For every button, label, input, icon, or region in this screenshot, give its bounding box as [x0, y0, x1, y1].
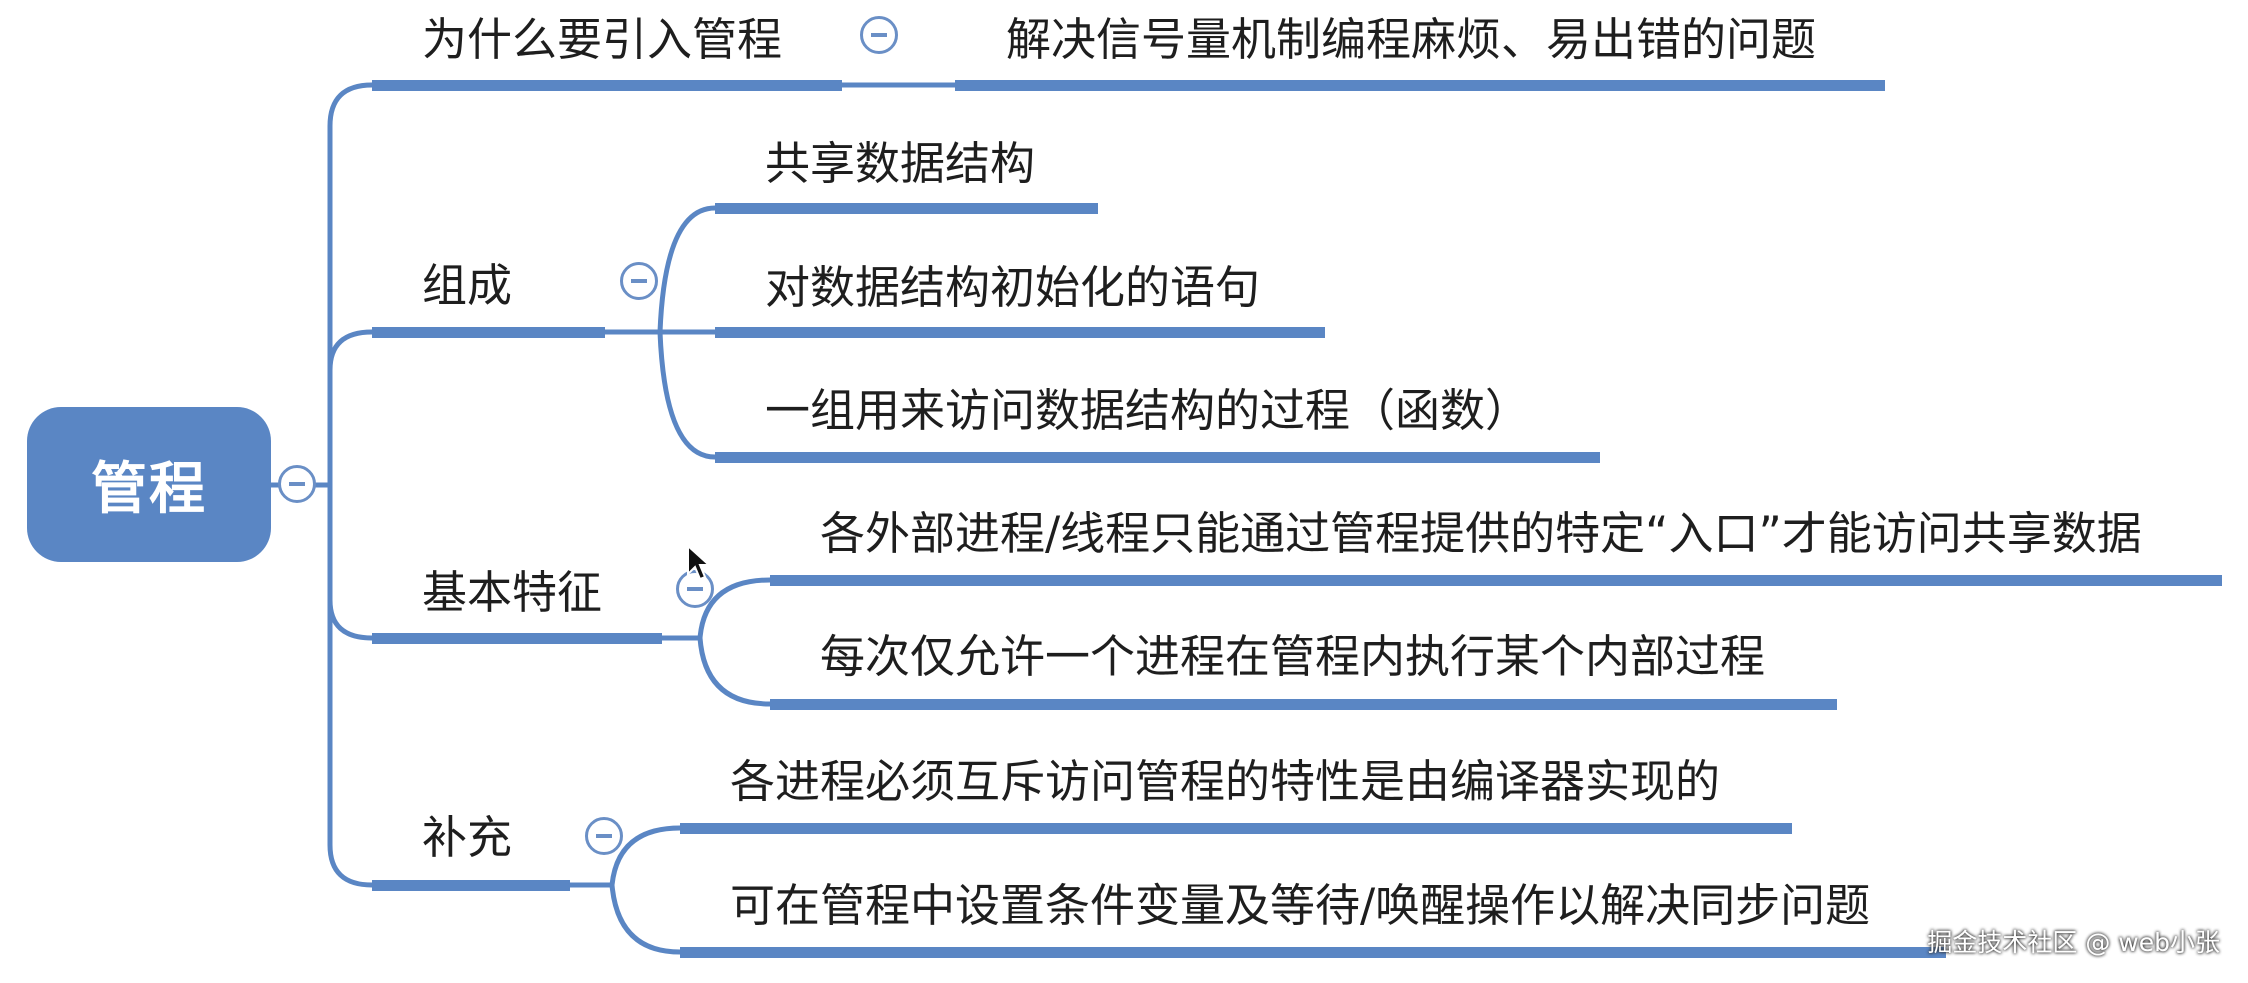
- leaf-underline: [680, 823, 1792, 834]
- connector-path: [697, 577, 773, 641]
- leaf-access-procedures[interactable]: 一组用来访问数据结构的过程（函数）: [765, 384, 1531, 437]
- watermark: 掘金技术社区 @ web小张: [1927, 928, 2220, 957]
- connector-path: [327, 597, 375, 641]
- connector-path: [697, 635, 773, 707]
- branch-label-composition[interactable]: 组成: [422, 259, 513, 312]
- mouse-pointer-icon: [687, 544, 712, 581]
- connector-path: [327, 329, 375, 373]
- leaf-underline: [770, 699, 1837, 710]
- branch-collapse-icon[interactable]: [860, 16, 898, 54]
- root-collapse-icon[interactable]: [278, 465, 316, 503]
- branch-collapse-icon[interactable]: [676, 570, 714, 608]
- leaf-underline: [955, 80, 1885, 91]
- leaf-underline: [680, 947, 1946, 958]
- connector-path: [609, 882, 683, 955]
- branch-underline: [372, 327, 605, 338]
- leaf-underline: [715, 203, 1098, 214]
- leaf-underline: [770, 575, 2222, 586]
- connector-path: [657, 205, 718, 335]
- leaf-underline: [715, 452, 1600, 463]
- branch-collapse-icon[interactable]: [620, 262, 658, 300]
- root-label: 管程: [91, 457, 207, 522]
- leaf-compiler-mutex[interactable]: 各进程必须互斥访问管程的特性是由编译器实现的: [730, 755, 1721, 808]
- branch-collapse-icon[interactable]: [585, 817, 623, 855]
- branch-label-why-monitor[interactable]: 为什么要引入管程: [422, 13, 783, 66]
- branch-label-supplement[interactable]: 补充: [422, 811, 513, 864]
- leaf-init-statements[interactable]: 对数据结构初始化的语句: [765, 261, 1261, 314]
- connector-path: [327, 82, 375, 488]
- leaf-shared-data-structure[interactable]: 共享数据结构: [765, 137, 1036, 190]
- root-node[interactable]: 管程: [27, 407, 271, 562]
- branch-label-basic-features[interactable]: 基本特征: [422, 566, 603, 619]
- connector-path: [657, 329, 718, 460]
- leaf-why-monitor-answer[interactable]: 解决信号量机制编程麻烦、易出错的问题: [1006, 13, 1817, 66]
- leaf-condition-variables[interactable]: 可在管程中设置条件变量及等待/唤醒操作以解决同步问题: [730, 879, 1871, 932]
- connector-path: [327, 482, 375, 888]
- leaf-one-process[interactable]: 每次仅允许一个进程在管程内执行某个内部过程: [820, 630, 1766, 683]
- branch-underline: [372, 880, 570, 891]
- leaf-underline: [715, 327, 1325, 338]
- leaf-entry-access[interactable]: 各外部进程/线程只能通过管程提供的特定“入口”才能访问共享数据: [820, 507, 2142, 560]
- connector-path: [609, 825, 683, 888]
- branch-underline: [372, 80, 842, 91]
- branch-underline: [372, 633, 662, 644]
